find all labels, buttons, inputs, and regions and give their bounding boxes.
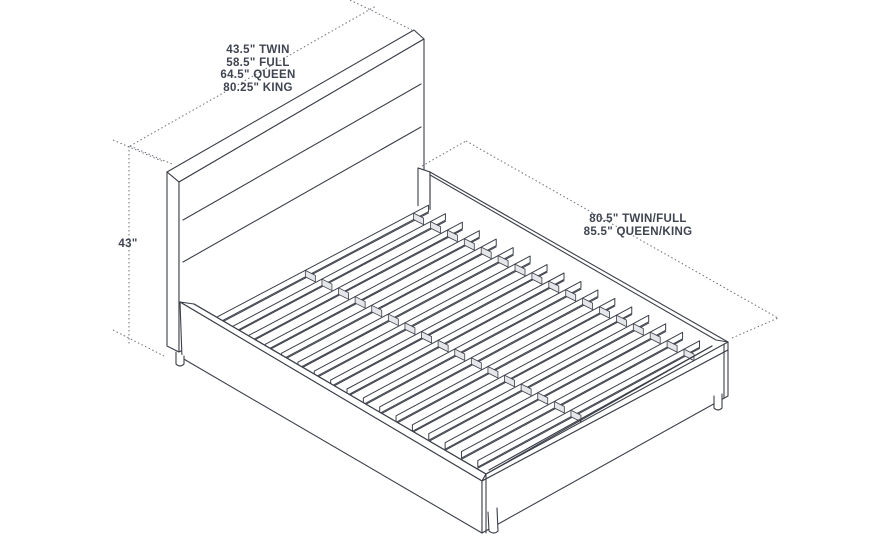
dimension-lines xyxy=(112,0,779,357)
slat xyxy=(460,331,684,459)
slat xyxy=(477,340,701,468)
length-twin-full: 80.5" TWIN/FULL xyxy=(589,213,687,225)
height-dimension-label: 43" xyxy=(112,238,144,251)
length-queen-king: 85.5" QUEEN/KING xyxy=(583,225,693,238)
width-twin: 43.5" TWIN xyxy=(226,44,290,56)
slats xyxy=(215,204,701,469)
width-queen: 64.5" QUEEN xyxy=(220,69,296,81)
slat xyxy=(411,306,633,432)
slat xyxy=(444,323,667,450)
width-full: 58.5" FULL xyxy=(226,56,290,69)
headboard xyxy=(166,29,425,353)
width-king: 80.25" KING xyxy=(223,81,293,94)
legs xyxy=(175,351,723,534)
foot-rail xyxy=(481,341,729,534)
slat xyxy=(428,314,650,441)
height-value: 43" xyxy=(118,238,138,250)
slat xyxy=(379,289,599,414)
slat xyxy=(395,297,616,423)
width-dimension-label: 43.5" TWIN 58.5" FULL 64.5" QUEEN 80.25"… xyxy=(208,44,308,94)
length-dimension-label: 80.5" TWIN/FULL 85.5" QUEEN/KING xyxy=(568,213,708,238)
